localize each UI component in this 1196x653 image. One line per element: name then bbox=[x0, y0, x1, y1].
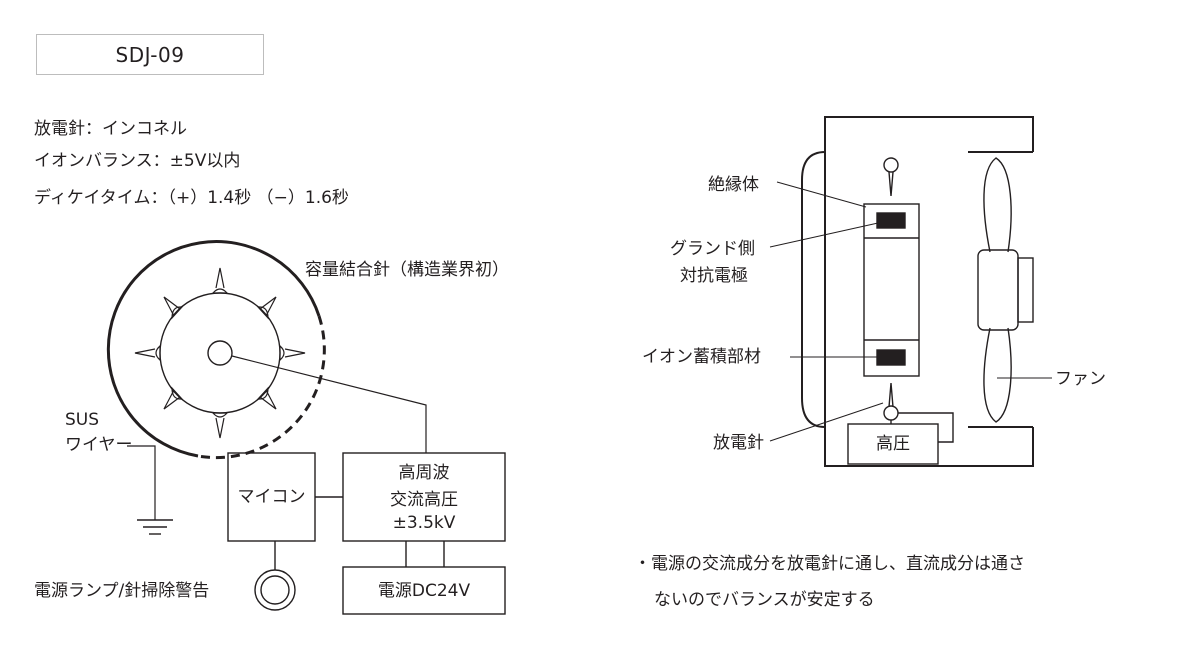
ground-electrode-label-1: グランド側 bbox=[670, 239, 755, 259]
needle-label: 容量結合針（構造業界初） bbox=[305, 260, 509, 280]
micom-label: マイコン bbox=[237, 487, 306, 507]
leader-ground bbox=[769, 222, 879, 248]
center-electrode bbox=[207, 340, 233, 366]
hf-label-line3: ±3.5kV bbox=[392, 513, 456, 533]
high-voltage-box bbox=[847, 423, 939, 465]
spec-ion-balance: イオンバランス：±5V以内 bbox=[34, 151, 241, 171]
ground-electrode bbox=[876, 212, 906, 229]
bottom-needle-ball bbox=[883, 405, 899, 421]
insulator-label: 絶縁体 bbox=[708, 175, 759, 195]
electrode-holder bbox=[863, 203, 920, 377]
wire-label: ワイヤー bbox=[65, 435, 133, 455]
bottom-needle bbox=[888, 382, 894, 408]
fan-shaft bbox=[1017, 257, 1034, 323]
note-line-1: ・電源の交流成分を放電針に通し、直流成分は通さ bbox=[634, 554, 1025, 574]
power-box bbox=[342, 566, 506, 615]
ground-electrode-label-2: 対抗電極 bbox=[680, 266, 748, 286]
sus-label: SUS bbox=[65, 410, 100, 430]
housing-outline bbox=[824, 116, 1034, 467]
hv-wire bbox=[231, 355, 427, 453]
power-label: 電源DC24V bbox=[377, 581, 471, 601]
leader-needle bbox=[769, 402, 884, 442]
hv-return-wire bbox=[898, 412, 954, 443]
ion-storage-label: イオン蓄積部材 bbox=[642, 347, 761, 367]
model-name-box: SDJ-09 bbox=[36, 34, 264, 75]
fan-label: ファン bbox=[1055, 369, 1106, 389]
lamp-outer bbox=[254, 569, 296, 611]
model-name: SDJ-09 bbox=[115, 42, 185, 67]
outer-ring-solid bbox=[106, 240, 321, 458]
needle-group bbox=[134, 267, 306, 439]
lamp-label: 電源ランプ/針掃除警告 bbox=[34, 581, 210, 601]
grip-plate bbox=[801, 151, 826, 428]
leader-insulator bbox=[776, 181, 867, 208]
ion-storage-block bbox=[876, 349, 906, 366]
hf-label-line2: 交流高圧 bbox=[390, 490, 458, 510]
needle-label-right: 放電針 bbox=[713, 433, 764, 453]
right-diagram bbox=[769, 116, 1052, 467]
outer-ring-dashed bbox=[197, 315, 326, 460]
left-diagram bbox=[106, 240, 506, 615]
hf-label-line1: 高周波 bbox=[398, 463, 450, 483]
fan-blade-top bbox=[983, 157, 1012, 253]
lamp-inner bbox=[260, 575, 290, 605]
fan-blade-bottom bbox=[983, 327, 1012, 423]
spec-needle: 放電針：インコネル bbox=[34, 119, 187, 139]
high-voltage-label: 高圧 bbox=[876, 434, 910, 454]
note-line-2: ないのでバランスが安定する bbox=[654, 590, 875, 610]
top-needle bbox=[888, 171, 894, 197]
fan-hub bbox=[977, 249, 1019, 331]
spec-decay-time: ディケイタイム：（+）1.4秒 （−）1.6秒 bbox=[34, 188, 349, 208]
top-needle-ball bbox=[883, 157, 899, 173]
sus-wire-leader bbox=[127, 445, 156, 520]
